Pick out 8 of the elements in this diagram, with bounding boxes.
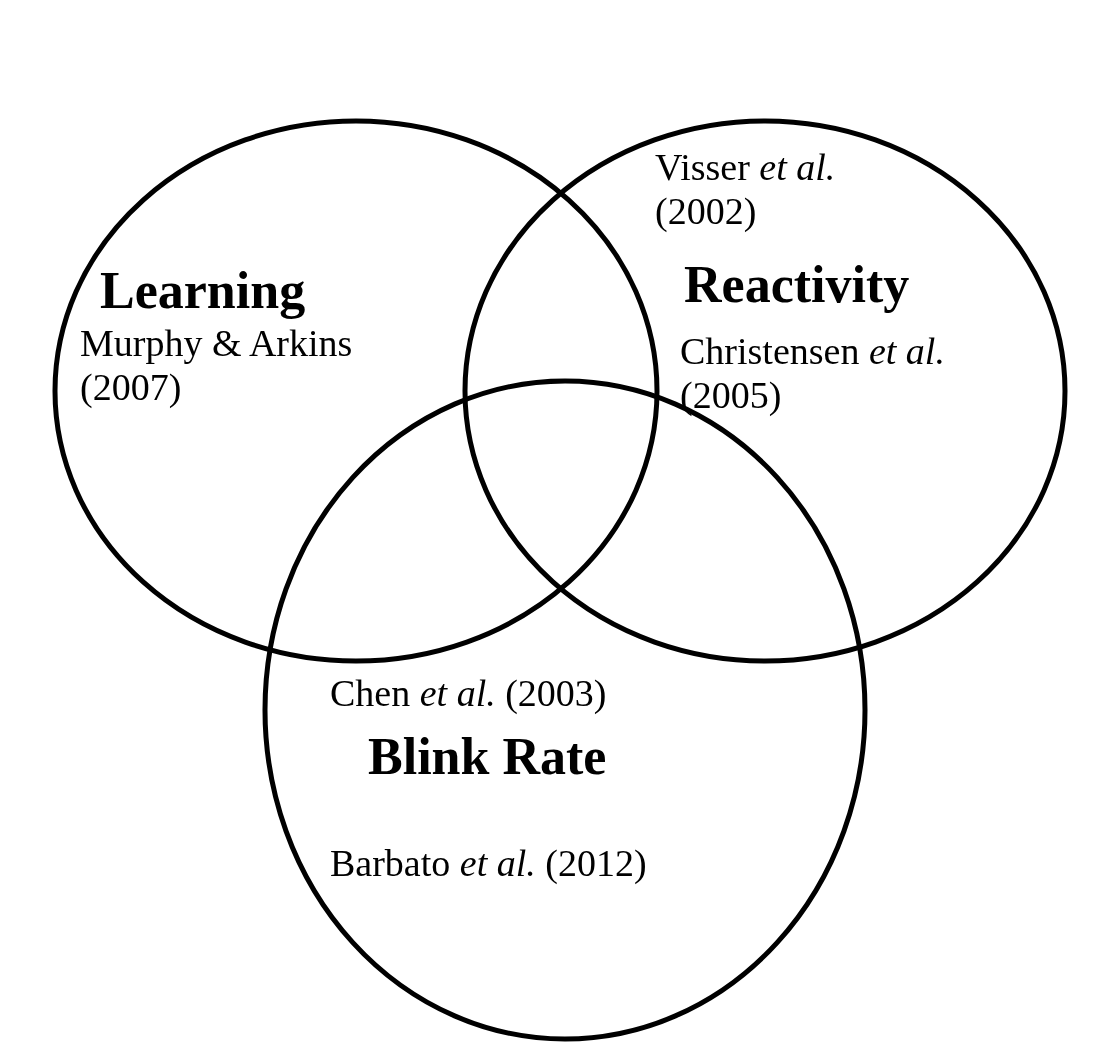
citation-text: Visser et al. (2002) bbox=[655, 146, 837, 234]
citation-text: Murphy & Arkins (2007) bbox=[80, 322, 354, 410]
citation-text: Christensen et al. (2005) bbox=[680, 330, 946, 418]
citation-text: Chen et al. (2003) bbox=[330, 672, 607, 716]
set-label: Reactivity bbox=[684, 258, 910, 313]
set-label: Blink Rate bbox=[368, 730, 607, 785]
citation-text: Barbato et al. (2012) bbox=[330, 842, 647, 886]
set-label: Learning bbox=[100, 264, 306, 319]
